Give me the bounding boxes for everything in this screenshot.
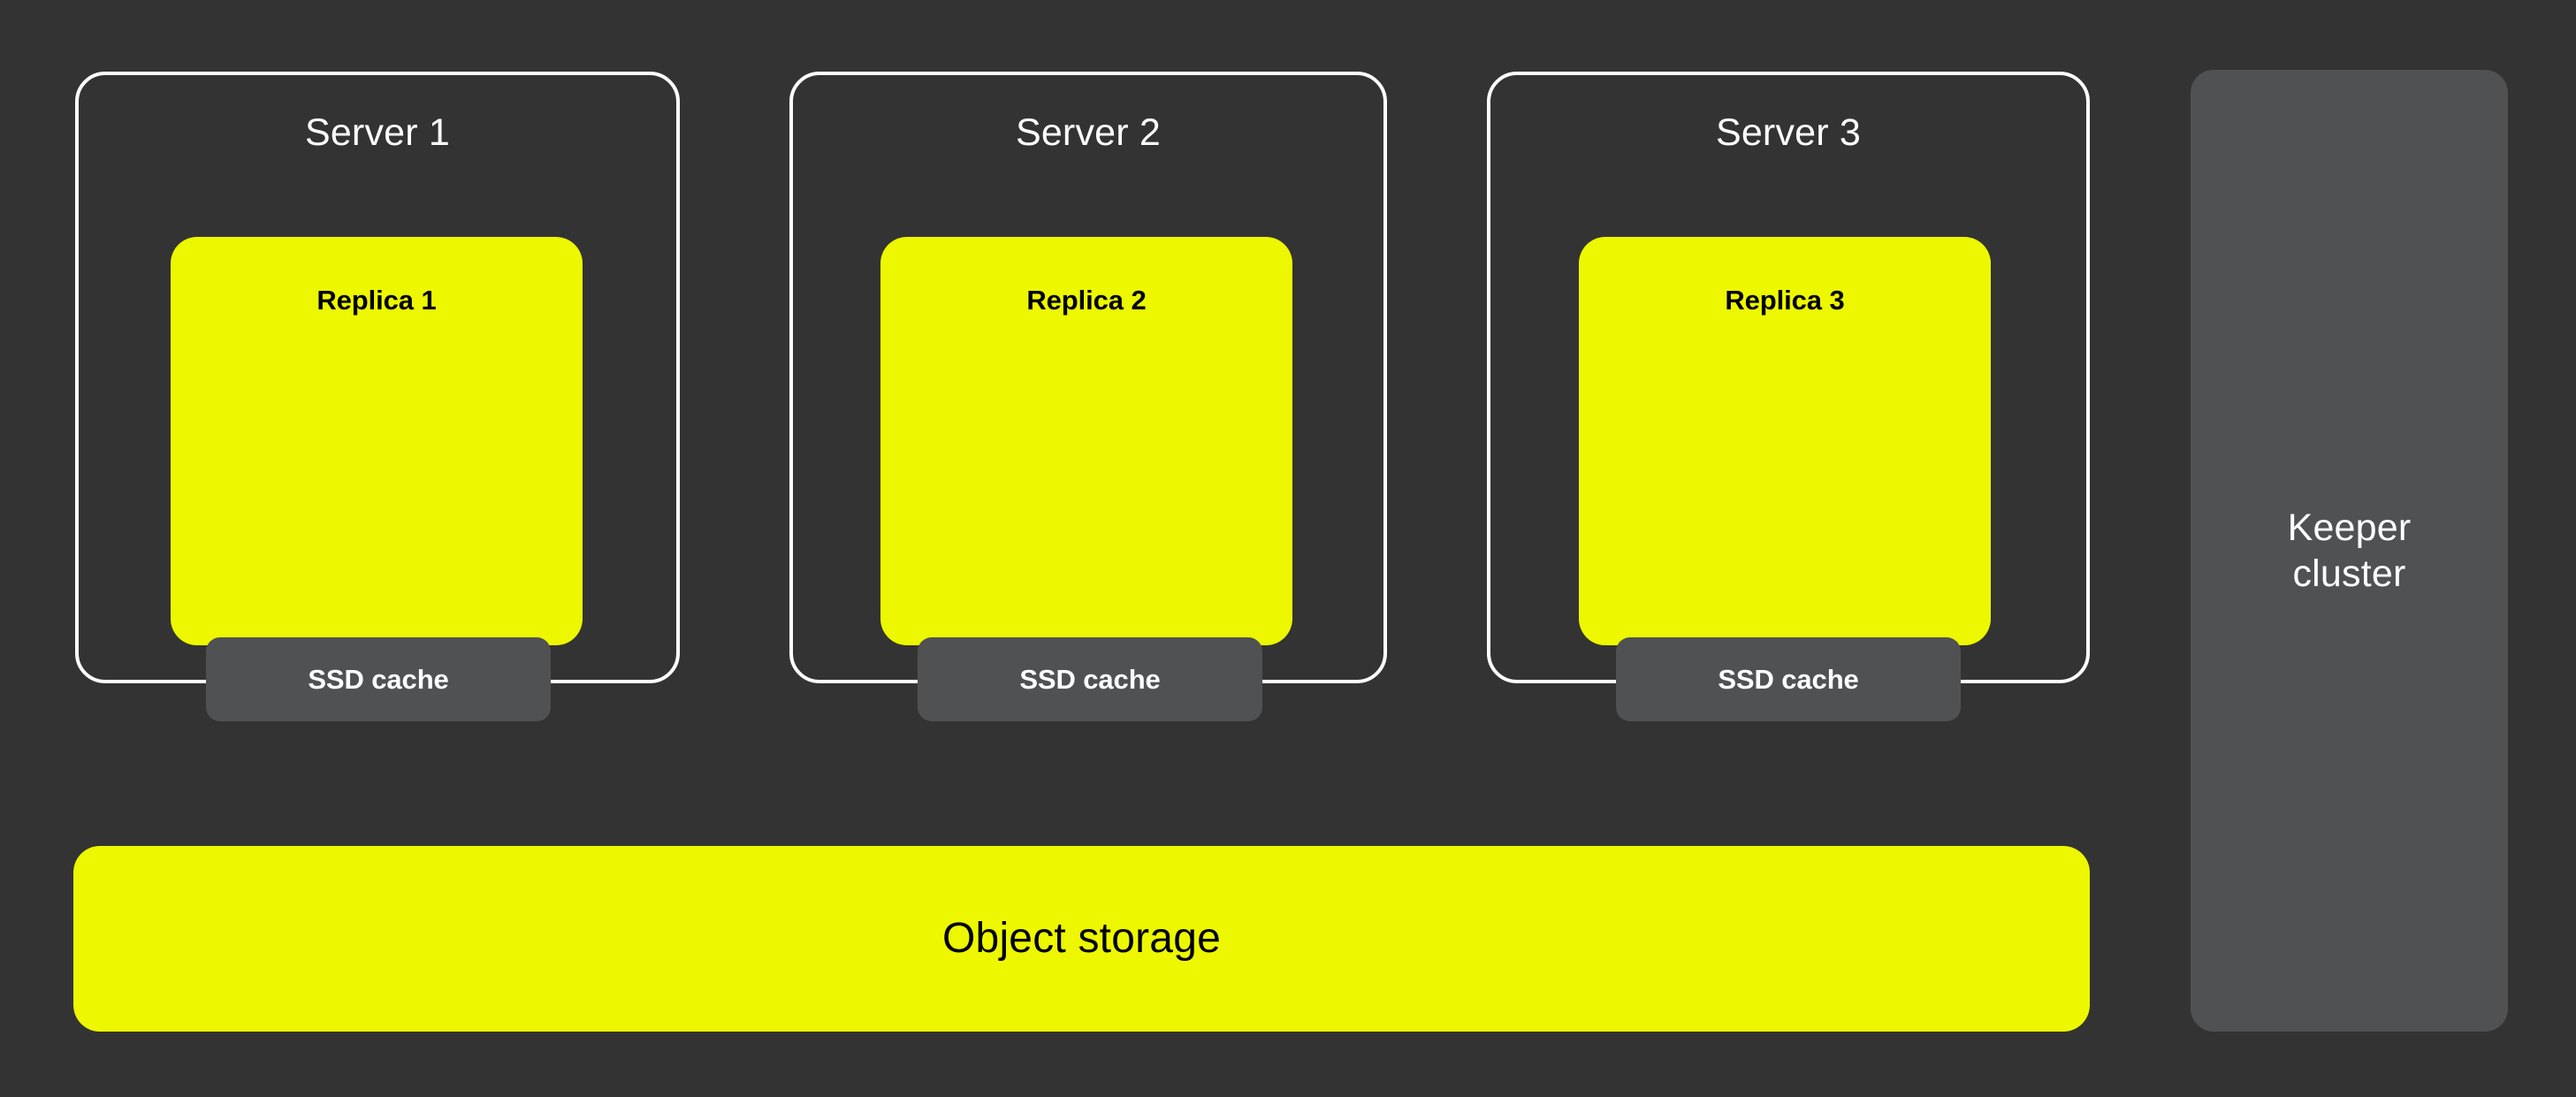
object-storage-block[interactable]: Object storage <box>73 846 2090 1032</box>
server-title-1: Server 1 <box>304 111 451 154</box>
ssd-cache-label-1: SSD cache <box>308 664 449 695</box>
keeper-cluster-panel[interactable]: Keeper cluster <box>2191 70 2508 1032</box>
replica-label-2: Replica 2 <box>1026 285 1147 316</box>
object-storage-label: Object storage <box>942 915 1221 962</box>
server-title-2: Server 2 <box>1015 111 1162 154</box>
replica-block-3[interactable]: Replica 3 <box>1579 237 1991 645</box>
ssd-cache-3[interactable]: SSD cache <box>1616 637 1961 721</box>
replica-label-1: Replica 1 <box>316 285 437 316</box>
server-title-3: Server 3 <box>1715 111 1862 154</box>
ssd-cache-1[interactable]: SSD cache <box>206 637 551 721</box>
replica-block-2[interactable]: Replica 2 <box>880 237 1292 645</box>
replica-block-1[interactable]: Replica 1 <box>171 237 583 645</box>
keeper-cluster-label: Keeper cluster <box>2287 506 2412 595</box>
ssd-cache-2[interactable]: SSD cache <box>918 637 1262 721</box>
ssd-cache-label-2: SSD cache <box>1019 664 1161 695</box>
replica-label-3: Replica 3 <box>1725 285 1845 316</box>
ssd-cache-label-3: SSD cache <box>1718 664 1859 695</box>
